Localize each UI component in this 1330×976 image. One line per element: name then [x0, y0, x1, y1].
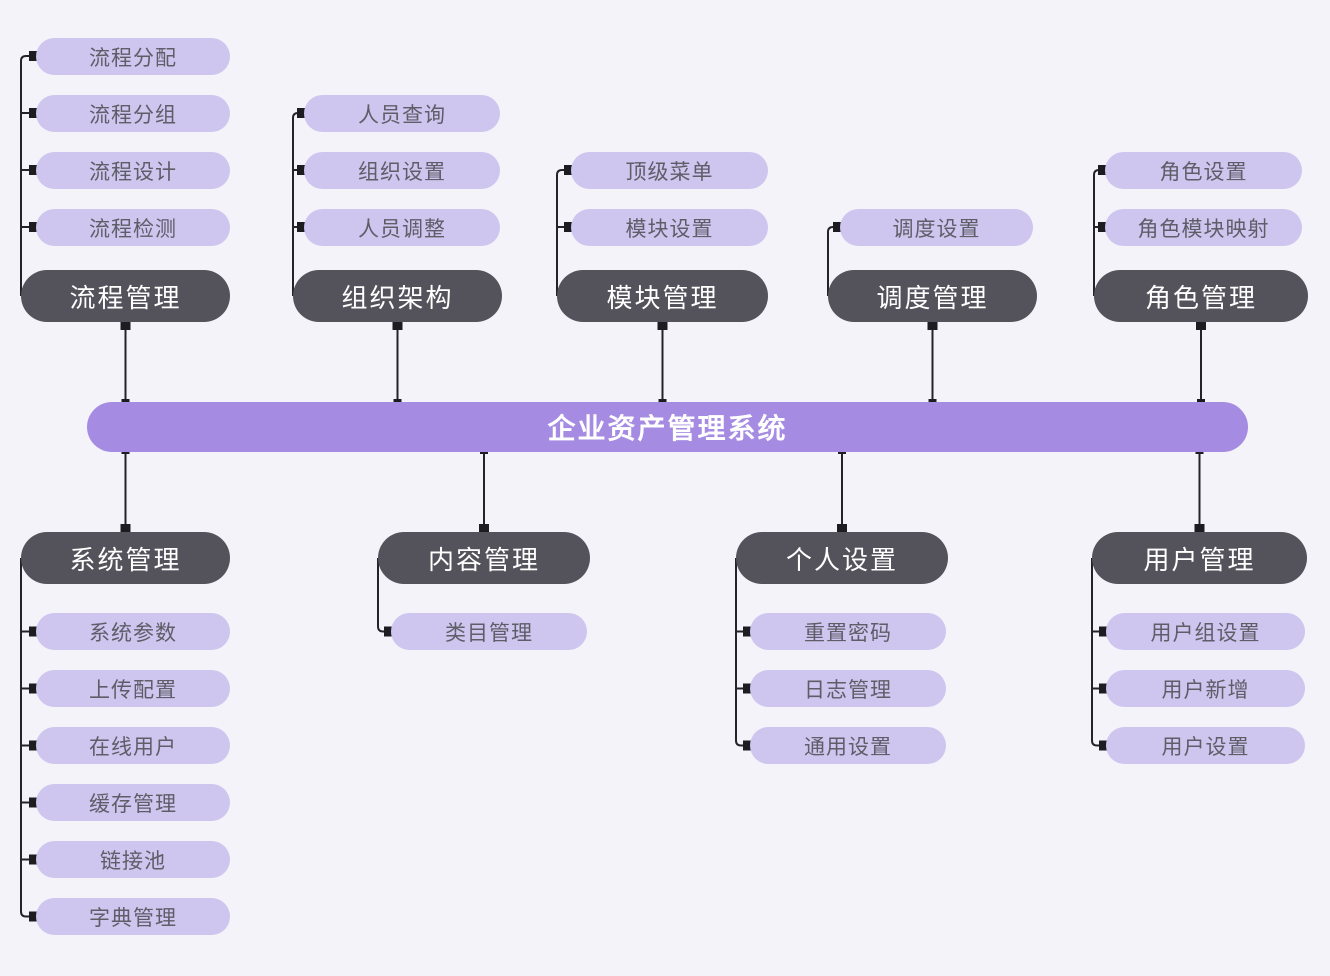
- connector-bullet: [1196, 320, 1206, 330]
- connector-bullet: [297, 165, 307, 175]
- connector-bullet: [1098, 165, 1108, 175]
- connector-cap: [121, 399, 130, 402]
- connector-cap: [838, 451, 846, 454]
- connector-bullet: [29, 108, 39, 118]
- connector-bullet: [384, 626, 394, 637]
- connector-bullet: [29, 740, 39, 751]
- connector-bullet: [564, 165, 574, 175]
- connector-bullet: [837, 524, 847, 534]
- connector-bullet: [479, 524, 489, 534]
- connector-path: [292, 112, 299, 296]
- connector-path: [377, 558, 386, 633]
- subtopic-node[interactable]: 重置密码: [750, 613, 946, 650]
- subtopic-node[interactable]: 系统参数: [36, 613, 230, 650]
- subtopic-node[interactable]: 流程分组: [36, 95, 230, 132]
- connector-bullet: [29, 797, 39, 808]
- subtopic-node[interactable]: 类目管理: [391, 613, 587, 650]
- topic-node-personal-settings[interactable]: 个人设置: [736, 532, 948, 584]
- connector-path: [20, 558, 31, 918]
- connector-bullet: [29, 854, 39, 865]
- connector-cap: [393, 399, 402, 402]
- subtopic-node[interactable]: 用户新增: [1106, 670, 1305, 707]
- subtopic-node[interactable]: 通用设置: [750, 727, 946, 764]
- connector-bullet: [743, 683, 753, 694]
- connector-cap: [928, 399, 937, 402]
- connector-bullet: [564, 222, 574, 232]
- connector-bullet: [743, 626, 753, 637]
- connector-bullet: [297, 222, 307, 232]
- connector-bullet: [927, 320, 938, 330]
- connector-bullet: [29, 165, 39, 175]
- connector-bullet: [1099, 626, 1109, 637]
- subtopic-node[interactable]: 角色模块映射: [1105, 209, 1302, 246]
- subtopic-node[interactable]: 角色设置: [1105, 152, 1302, 189]
- connector-bullet: [29, 626, 39, 637]
- connector-path: [735, 558, 745, 747]
- subtopic-node[interactable]: 流程分配: [36, 38, 230, 75]
- connector-bullet: [833, 222, 843, 232]
- subtopic-node[interactable]: 用户组设置: [1106, 613, 1305, 650]
- subtopic-node[interactable]: 上传配置: [36, 670, 230, 707]
- connector-bullet: [297, 108, 307, 118]
- connector-path: [1091, 558, 1101, 747]
- connector-bullet: [29, 683, 39, 694]
- connector-path: [556, 169, 566, 296]
- connector-bullet: [1099, 740, 1109, 751]
- connector-cap: [1197, 399, 1205, 402]
- subtopic-node[interactable]: 流程设计: [36, 152, 230, 189]
- topic-node-module-management[interactable]: 模块管理: [557, 270, 768, 322]
- connector-bullet: [120, 524, 131, 534]
- connector-bullet: [1194, 524, 1205, 534]
- topic-node-process-management[interactable]: 流程管理: [21, 270, 230, 322]
- subtopic-node[interactable]: 模块设置: [571, 209, 768, 246]
- topic-node-system-management[interactable]: 系统管理: [21, 532, 230, 584]
- connector-bullet: [29, 911, 39, 922]
- topic-node-user-management[interactable]: 用户管理: [1092, 532, 1307, 584]
- root-node-enterprise-asset-management[interactable]: 企业资产管理系统: [87, 402, 1248, 452]
- topic-node-role-management[interactable]: 角色管理: [1094, 270, 1308, 322]
- connector-bullet: [120, 320, 131, 330]
- connector-bullet: [1098, 222, 1108, 232]
- subtopic-node[interactable]: 链接池: [36, 841, 230, 878]
- subtopic-node[interactable]: 缓存管理: [36, 784, 230, 821]
- subtopic-node[interactable]: 人员调整: [304, 209, 500, 246]
- connector-cap: [658, 399, 667, 402]
- connector-bullet: [29, 51, 39, 61]
- connector-bullet: [1099, 683, 1109, 694]
- connector-bullet: [743, 740, 753, 751]
- connector-cap: [1195, 451, 1204, 454]
- connector-bullet: [29, 222, 39, 232]
- subtopic-node[interactable]: 用户设置: [1106, 727, 1305, 764]
- connector-bullet: [657, 320, 668, 330]
- connector-cap: [480, 451, 488, 454]
- subtopic-node[interactable]: 在线用户: [36, 727, 230, 764]
- topic-node-schedule-management[interactable]: 调度管理: [828, 270, 1037, 322]
- connector-path: [827, 226, 835, 296]
- subtopic-node[interactable]: 组织设置: [304, 152, 500, 189]
- connector-cap: [121, 451, 130, 454]
- connector-bullet: [392, 320, 403, 330]
- subtopic-node[interactable]: 字典管理: [36, 898, 230, 935]
- subtopic-node[interactable]: 人员查询: [304, 95, 500, 132]
- subtopic-node[interactable]: 顶级菜单: [571, 152, 768, 189]
- connector-path: [1093, 169, 1100, 296]
- connector-path: [20, 55, 31, 296]
- topic-node-org-structure[interactable]: 组织架构: [293, 270, 502, 322]
- subtopic-node[interactable]: 调度设置: [840, 209, 1033, 246]
- subtopic-node[interactable]: 流程检测: [36, 209, 230, 246]
- subtopic-node[interactable]: 日志管理: [750, 670, 946, 707]
- topic-node-content-management[interactable]: 内容管理: [378, 532, 590, 584]
